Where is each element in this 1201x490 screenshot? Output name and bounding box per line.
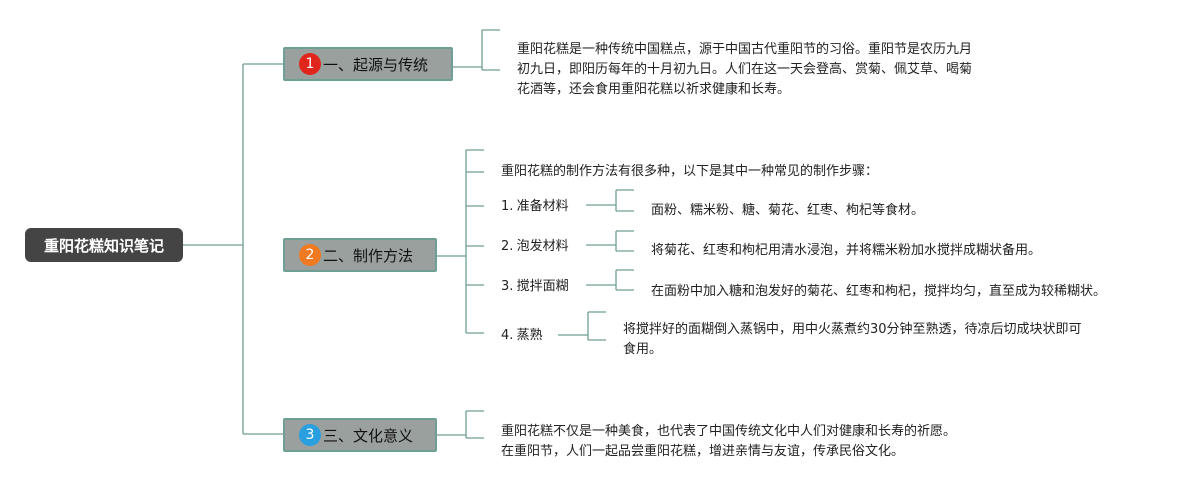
step-4[interactable]: 4. 蒸熟 bbox=[501, 325, 543, 346]
step-3[interactable]: 3. 搅拌面糊 bbox=[501, 276, 569, 297]
step-1-detail: 面粉、糯米粉、糖、菊花、红枣、枸杞等食材。 bbox=[651, 203, 925, 218]
number-badge-2: 2 bbox=[299, 244, 321, 266]
text-line: 重阳花糕不仅是一种美食，也代表了中国传统文化中人们对健康和长寿的祈愿。 bbox=[501, 424, 957, 439]
branch-label: 二、制作方法 bbox=[323, 246, 414, 265]
number-badge-3: 3 bbox=[299, 424, 321, 446]
method-intro: 重阳花糕的制作方法有很多种，以下是其中一种常见的制作步骤： bbox=[501, 164, 879, 179]
text-line: 将搅拌好的面糊倒入蒸锅中，用中火蒸煮约30分钟至熟透，待凉后切成块状即可 bbox=[623, 322, 1082, 337]
branch-method[interactable]: 2 二、制作方法 bbox=[283, 238, 437, 272]
step-number: 4. bbox=[501, 328, 514, 343]
branch-culture[interactable]: 3 三、文化意义 bbox=[283, 418, 437, 452]
step-number: 3. bbox=[501, 279, 514, 294]
step-name: 蒸熟 bbox=[516, 328, 543, 343]
text-line: 在重阳节，人们一起品尝重阳花糕，增进亲情与友谊，传承民俗文化。 bbox=[501, 444, 905, 459]
culture-text: 重阳花糕不仅是一种美食，也代表了中国传统文化中人们对健康和长寿的祈愿。 在重阳节… bbox=[501, 422, 956, 462]
branch-label: 三、文化意义 bbox=[323, 426, 414, 445]
step-4-detail: 将搅拌好的面糊倒入蒸锅中，用中火蒸煮约30分钟至熟透，待凉后切成块状即可 食用。 bbox=[623, 320, 1082, 360]
branch-origin[interactable]: 1 一、起源与传统 bbox=[283, 47, 453, 81]
step-number: 2. bbox=[501, 239, 514, 254]
number-badge-1: 1 bbox=[299, 53, 321, 75]
text-line: 食用。 bbox=[623, 342, 663, 357]
branch-label: 一、起源与传统 bbox=[323, 55, 429, 74]
step-name: 准备材料 bbox=[516, 199, 569, 214]
text-line: 花酒等，还会食用重阳花糕以祈求健康和长寿。 bbox=[517, 82, 791, 97]
root-node[interactable]: 重阳花糕知识笔记 bbox=[25, 228, 183, 262]
step-2[interactable]: 2. 泡发材料 bbox=[501, 236, 569, 257]
step-name: 泡发材料 bbox=[516, 239, 569, 254]
step-2-detail: 将菊花、红枣和枸杞用清水浸泡，并将糯米粉加水搅拌成糊状备用。 bbox=[651, 243, 1042, 258]
step-1[interactable]: 1. 准备材料 bbox=[501, 196, 569, 217]
step-name: 搅拌面糊 bbox=[516, 279, 569, 294]
text-line: 初九日，即阳历每年的十月初九日。人们在这一天会登高、赏菊、佩艾草、喝菊 bbox=[517, 62, 973, 77]
origin-text: 重阳花糕是一种传统中国糕点，源于中国古代重阳节的习俗。重阳节是农历九月 初九日，… bbox=[517, 40, 972, 100]
step-3-detail: 在面粉中加入糖和泡发好的菊花、红枣和枸杞，搅拌均匀，直至成为较稀糊状。 bbox=[651, 284, 1107, 299]
text-line: 重阳花糕是一种传统中国糕点，源于中国古代重阳节的习俗。重阳节是农历九月 bbox=[517, 42, 973, 57]
step-number: 1. bbox=[501, 199, 514, 214]
